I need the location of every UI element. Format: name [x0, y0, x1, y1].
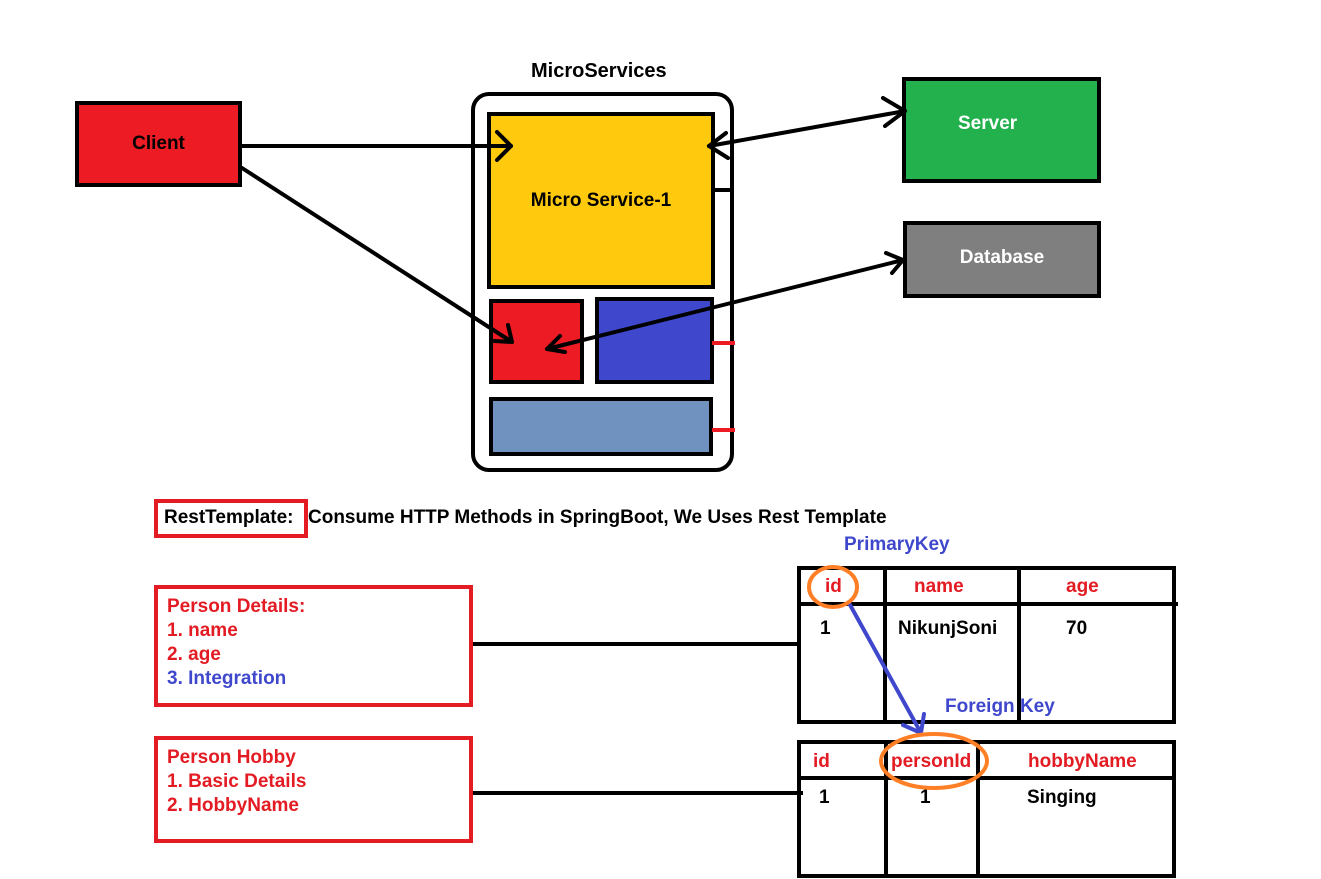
microservices-container	[471, 92, 734, 472]
person-hobby-item: 2. HobbyName	[167, 795, 299, 816]
person-table-cell: 70	[1066, 618, 1088, 639]
foreign-key-highlight	[879, 732, 989, 790]
client-to-microservice-arrow	[240, 130, 513, 162]
red-module-database-double-arrow	[545, 251, 905, 354]
hobby-table-cell: 1	[920, 787, 931, 808]
hobby-table-cell: 1	[819, 787, 830, 808]
hobby-table-header-personid: personId	[891, 751, 972, 772]
rest-template-term-box	[154, 499, 308, 538]
person-table-header-id: id	[825, 576, 842, 597]
rest-template-term: RestTemplate:	[164, 507, 294, 528]
primary-key-highlight	[807, 565, 859, 609]
micro-service-1-node: Micro Service-1	[487, 112, 715, 289]
person-table-cell: 1	[820, 618, 831, 639]
hobby-table-header-hobbyname: hobbyName	[1028, 751, 1137, 772]
primary-key-annotation: PrimaryKey	[844, 534, 950, 555]
steel-blue-module	[489, 397, 713, 456]
microservices-title: MicroServices	[531, 60, 667, 82]
hobby-table	[797, 740, 1176, 878]
database-label: Database	[959, 247, 1045, 268]
person-details-title: Person Details:	[167, 596, 306, 617]
person-details-item: 3. Integration	[167, 668, 287, 689]
server-node: Server	[902, 77, 1101, 183]
person-hobby-box	[154, 736, 473, 843]
person-details-box	[154, 585, 473, 707]
database-node: Database	[903, 221, 1101, 298]
foreign-key-annotation: Foreign Key	[945, 696, 1055, 717]
microservice-server-double-arrow	[707, 96, 907, 160]
micro-service-1-label: Micro Service-1	[530, 189, 672, 211]
hobby-table-header-id: id	[813, 751, 830, 772]
person-table-header-name: name	[914, 576, 964, 597]
client-label: Client	[132, 133, 185, 154]
person-table-header-age: age	[1066, 576, 1099, 597]
client-to-red-module-arrow	[240, 166, 514, 344]
person-hobby-item: 1. Basic Details	[167, 771, 307, 792]
person-table-cell: NikunjSoni	[898, 618, 998, 639]
person-hobby-title: Person Hobby	[167, 747, 296, 768]
client-node: Client	[75, 101, 242, 187]
person-details-item: 1. name	[167, 620, 238, 641]
person-details-item: 2. age	[167, 644, 221, 665]
server-label: Server	[958, 113, 1018, 134]
hobby-table-cell: Singing	[1027, 787, 1097, 808]
rest-template-description: Consume HTTP Methods in SpringBoot, We U…	[308, 507, 887, 528]
